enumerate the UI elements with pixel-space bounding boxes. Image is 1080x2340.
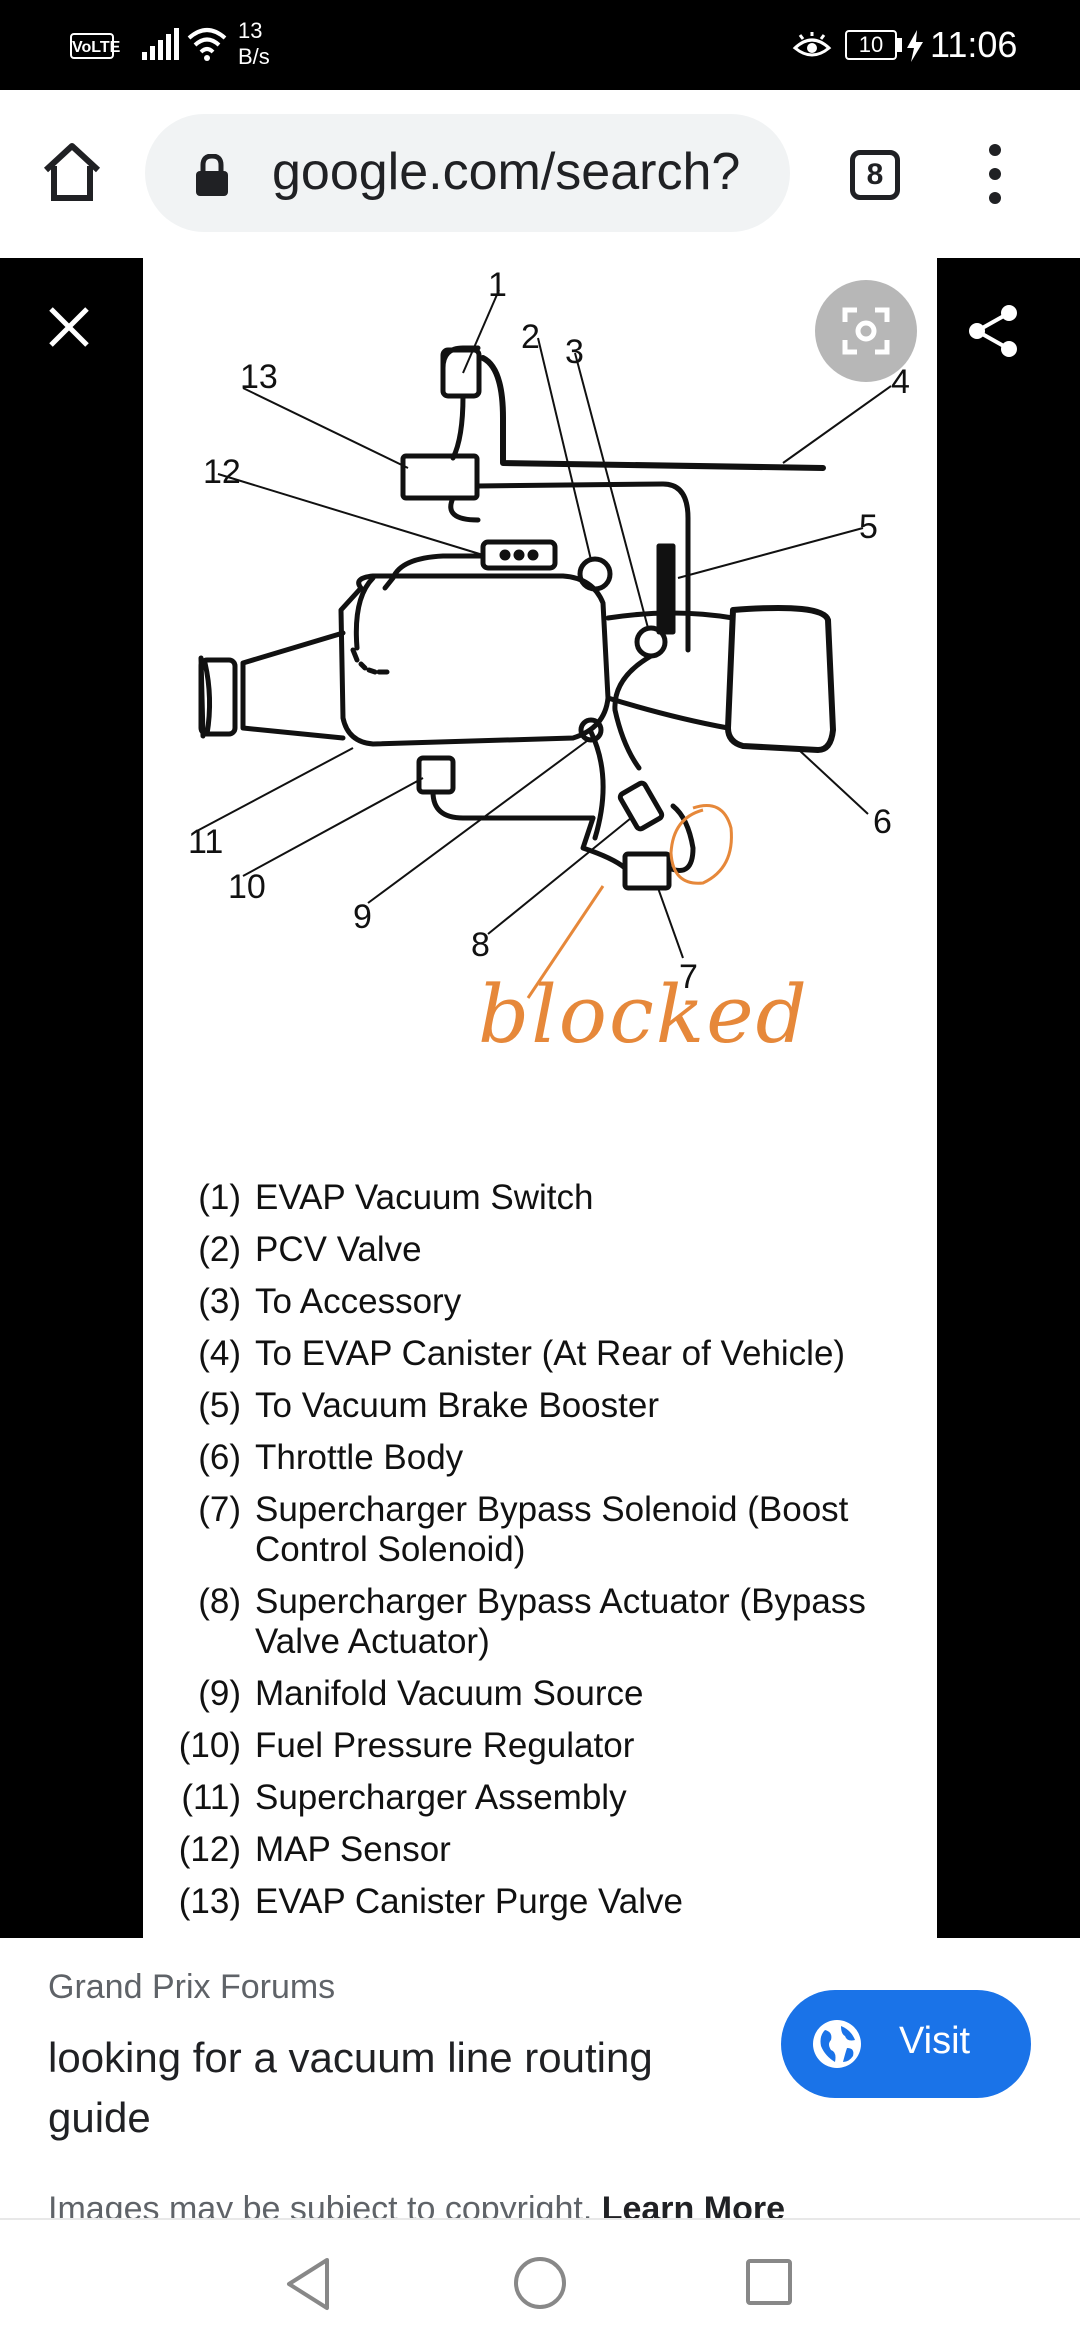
copyright-text: Images may be subject to copyright. [48, 2190, 593, 2218]
legend-item: (3) To Accessory [153, 1282, 933, 1322]
callout-7: 7 [679, 958, 698, 996]
charging-icon [907, 30, 923, 62]
lens-icon [842, 307, 890, 355]
home-circle-icon[interactable] [513, 2256, 567, 2310]
callout-12: 12 [203, 453, 241, 491]
legend-number: (8) [198, 1582, 241, 1621]
legend-item: (2) PCV Valve [153, 1230, 933, 1270]
callout-6: 6 [873, 803, 892, 841]
callout-1: 1 [488, 266, 507, 304]
browser-toolbar: google.com/search? 8 [0, 90, 1080, 258]
legend-label: Supercharger Bypass Actuator (Bypass Val… [255, 1582, 866, 1661]
legend-item: (12) MAP Sensor [153, 1830, 933, 1870]
legend-number: (9) [198, 1674, 241, 1713]
legend-item: (10) Fuel Pressure Regulator [153, 1726, 933, 1766]
image-info-panel: Grand Prix Forums looking for a vacuum l… [0, 1938, 1080, 2218]
diagram-legend: (1) EVAP Vacuum Switch (2) PCV Valve (3) To… [153, 1178, 933, 1934]
speed-unit: B/s [238, 44, 270, 69]
learn-more-link[interactable]: Learn More [601, 2190, 785, 2218]
legend-label: MAP Sensor [255, 1830, 451, 1869]
battery-level: 10 [845, 30, 897, 60]
legend-number: (5) [198, 1386, 241, 1425]
close-icon[interactable] [45, 303, 93, 351]
recent-apps-icon[interactable] [745, 2258, 793, 2306]
legend-number: (13) [178, 1882, 241, 1921]
callout-3: 3 [565, 333, 584, 371]
handwritten-note: blocked [478, 968, 809, 1061]
vacuum-diagram-image[interactable]: 1 2 3 4 5 6 7 8 9 10 11 12 13 blocked (1… [143, 258, 937, 1938]
legend-number: (12) [178, 1830, 241, 1869]
legend-number: (11) [181, 1778, 241, 1817]
visit-label: Visit [899, 2020, 971, 2062]
legend-number: (6) [198, 1438, 241, 1477]
url-text: google.com/search? [272, 143, 741, 201]
callout-11: 11 [188, 823, 224, 861]
clock: 11:06 [930, 24, 1018, 65]
legend-item: (9) Manifold Vacuum Source [153, 1674, 933, 1714]
legend-label: Manifold Vacuum Source [255, 1674, 644, 1713]
lock-icon [196, 154, 228, 196]
callout-4: 4 [891, 363, 910, 401]
copyright-notice: Images may be subject to copyright. Lear… [48, 2190, 785, 2218]
legend-number: (2) [198, 1230, 241, 1269]
legend-label: Fuel Pressure Regulator [255, 1726, 635, 1765]
signal-icon [142, 28, 179, 60]
callout-8: 8 [471, 926, 490, 964]
battery-tip [897, 38, 902, 52]
legend-item: (1) EVAP Vacuum Switch [153, 1178, 933, 1218]
vacuum-routing-diagram [194, 289, 892, 999]
legend-item: (6) Throttle Body [153, 1438, 933, 1478]
legend-number: (10) [178, 1726, 241, 1765]
legend-label: EVAP Vacuum Switch [255, 1178, 594, 1217]
share-icon[interactable] [965, 303, 1021, 359]
legend-item: (11) Supercharger Assembly [153, 1778, 933, 1818]
google-lens-button[interactable] [815, 280, 917, 382]
callout-9: 9 [353, 898, 372, 936]
legend-item: (8) Supercharger Bypass Actuator (Bypass … [153, 1582, 933, 1662]
callout-10: 10 [228, 868, 266, 906]
legend-number: (3) [198, 1282, 241, 1321]
result-title[interactable]: looking for a vacuum line routing guide [48, 2034, 653, 2141]
legend-number: (7) [198, 1490, 241, 1529]
legend-label: To Vacuum Brake Booster [255, 1386, 659, 1425]
back-icon[interactable] [283, 2256, 333, 2312]
legend-number: (1) [198, 1178, 241, 1217]
callout-2: 2 [521, 318, 540, 356]
visit-button[interactable]: Visit [781, 1990, 1031, 2098]
wifi-icon [187, 28, 227, 61]
callout-13: 13 [240, 358, 278, 396]
legend-label: EVAP Canister Purge Valve [255, 1882, 683, 1921]
legend-number: (4) [198, 1334, 241, 1373]
network-speed: 13 B/s [238, 18, 298, 70]
speed-value: 13 [238, 18, 263, 43]
home-icon[interactable] [40, 140, 104, 204]
legend-label: Supercharger Bypass Solenoid (Boost Cont… [255, 1490, 849, 1569]
system-nav-bar [0, 2218, 1080, 2340]
status-bar: VoLTE 13 B/s 10 11:06 [0, 0, 1080, 90]
more-options-icon[interactable] [980, 142, 1010, 206]
legend-label: PCV Valve [255, 1230, 422, 1269]
legend-label: Throttle Body [255, 1438, 464, 1477]
source-site[interactable]: Grand Prix Forums [48, 1968, 336, 2006]
globe-icon [813, 2020, 861, 2068]
volte-badge: VoLTE [70, 33, 120, 59]
legend-item: (4) To EVAP Canister (At Rear of Vehicle) [153, 1334, 933, 1374]
legend-item: (13) EVAP Canister Purge Valve [153, 1882, 933, 1922]
tab-switcher-button[interactable]: 8 [850, 150, 900, 200]
legend-label: Supercharger Assembly [255, 1778, 627, 1817]
legend-label: To EVAP Canister (At Rear of Vehicle) [255, 1334, 846, 1373]
legend-label: To Accessory [255, 1282, 462, 1321]
url-bar[interactable]: google.com/search? [145, 114, 790, 232]
legend-item: (7) Supercharger Bypass Solenoid (Boost C… [153, 1490, 933, 1570]
callout-5: 5 [859, 508, 878, 546]
image-viewer: 1 2 3 4 5 6 7 8 9 10 11 12 13 blocked (1… [0, 258, 1080, 1938]
eye-comfort-icon [792, 32, 832, 57]
legend-item: (5) To Vacuum Brake Booster [153, 1386, 933, 1426]
